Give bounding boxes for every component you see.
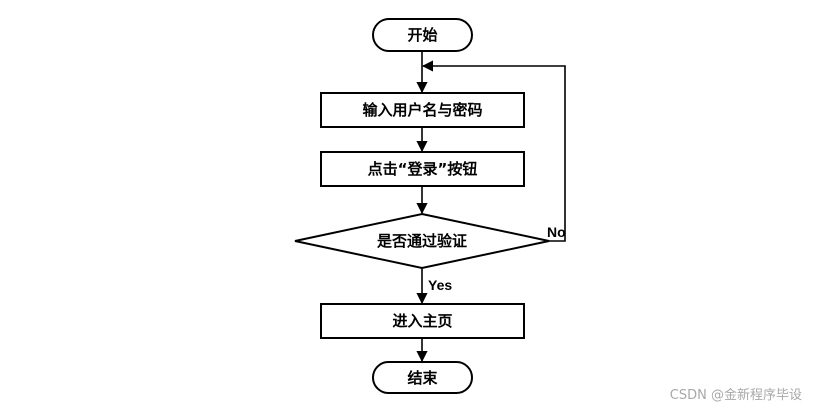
input-credentials-label: 输入用户名与密码	[362, 101, 482, 119]
watermark: CSDN @金新程序毕设	[669, 388, 802, 403]
decision-label: 是否通过验证	[376, 232, 467, 250]
enter-home-label: 进入主页	[392, 312, 452, 330]
no-edge-label: No	[547, 224, 566, 240]
yes-edge-label: Yes	[428, 277, 452, 293]
click-login-label: 点击“登录”按钮	[368, 160, 478, 178]
start-label: 开始	[407, 26, 437, 44]
input-credentials-box	[320, 92, 525, 128]
enter-home-box	[320, 303, 525, 339]
end-terminal	[372, 361, 473, 394]
arrow-no-loop-back	[421, 60, 566, 242]
end-label: 结束	[407, 369, 438, 387]
